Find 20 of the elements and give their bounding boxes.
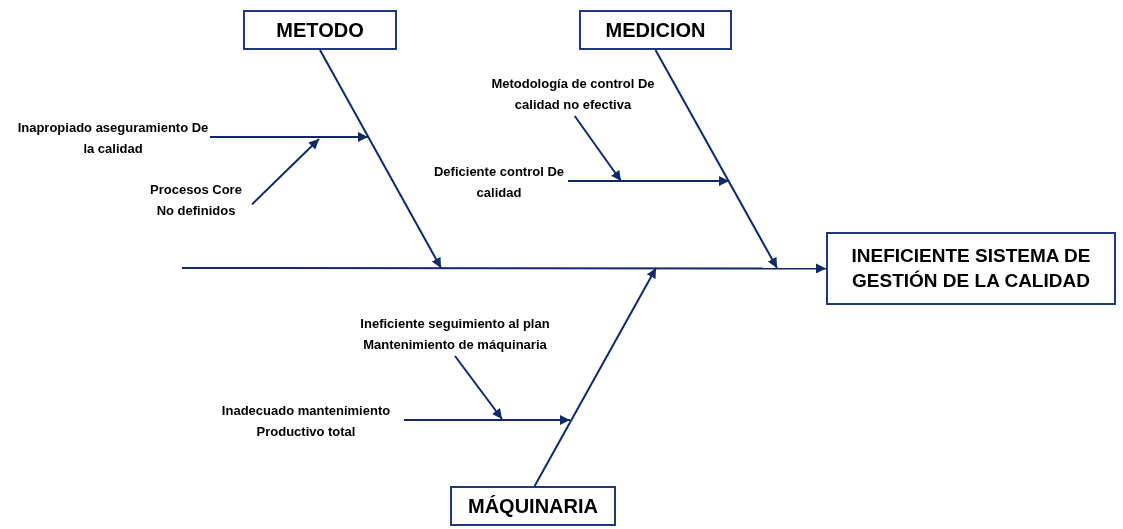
category-box: MEDICION — [579, 10, 732, 50]
arrow — [209, 132, 369, 142]
category-box: METODO — [243, 10, 397, 50]
arrow — [567, 176, 730, 186]
cause-label: Procesos Core No definidos — [140, 178, 252, 222]
arrow — [319, 49, 442, 269]
cause-label: Inadecuado mantenimiento Productivo total — [208, 399, 404, 443]
category-box: MÁQUINARIA — [450, 486, 616, 526]
arrow — [654, 49, 778, 269]
cause-label: Deficiente control De calidad — [430, 160, 568, 204]
effect-box: INEFICIENTE SISTEMA DE GESTIÓN DE LA CALIDAD — [826, 232, 1116, 305]
cause-label: Ineficiente seguimiento al plan Mantenimiento de máquinaria — [340, 312, 570, 356]
arrow — [533, 267, 657, 487]
cause-label: Metodología de control De calidad no efectiva — [488, 72, 658, 116]
cause-label: Inapropiado aseguramiento De la calidad — [16, 116, 210, 160]
arrow — [454, 355, 503, 420]
arrow — [573, 115, 622, 182]
arrow — [181, 263, 827, 274]
arrow — [251, 138, 320, 206]
arrow — [403, 415, 571, 425]
